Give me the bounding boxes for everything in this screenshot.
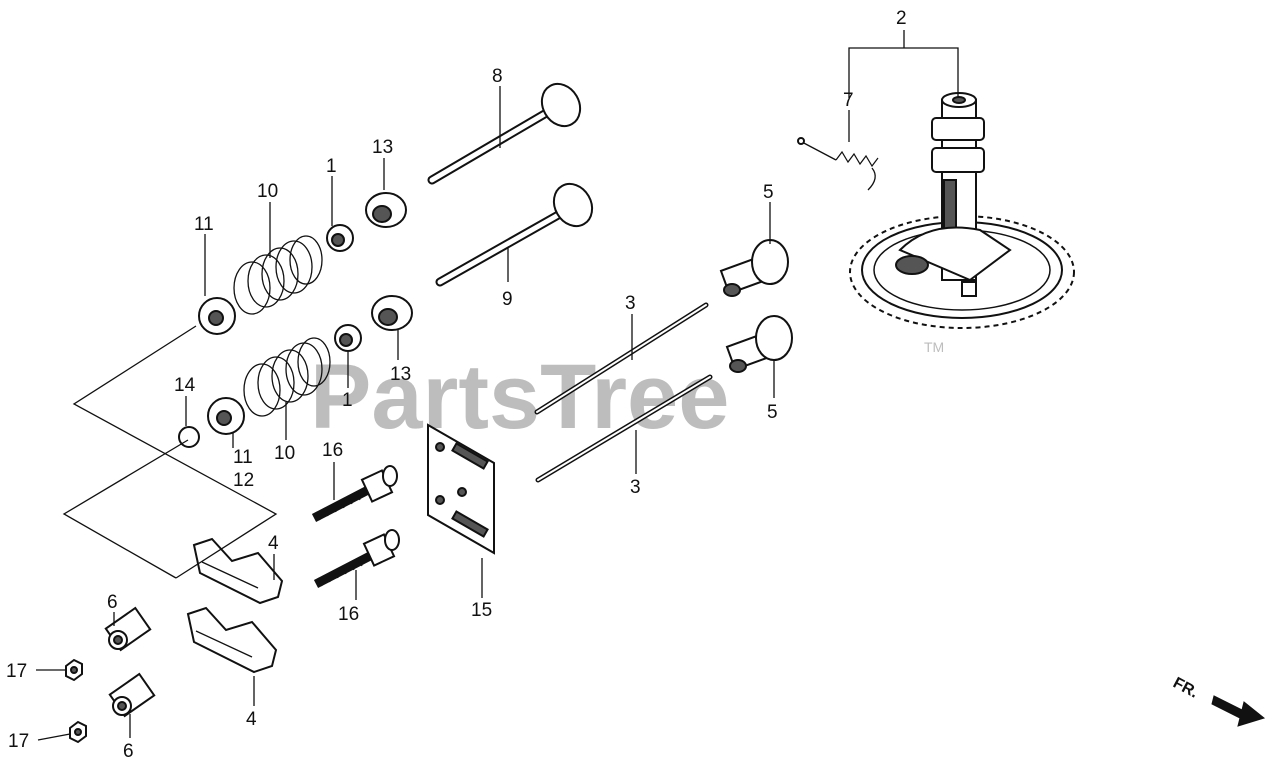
push-rod-guide-plate[interactable] <box>427 423 495 555</box>
callout-3-upper: 3 <box>625 293 636 314</box>
spring-retainer-upper[interactable] <box>198 297 236 335</box>
callout-13-lower: 13 <box>390 364 411 385</box>
callout-17-lower: 17 <box>8 731 29 752</box>
callout-10-upper: 10 <box>257 181 278 202</box>
valve-spring-lower[interactable] <box>243 337 331 417</box>
callout-3-lower: 3 <box>630 477 641 498</box>
valve-9[interactable] <box>435 177 600 287</box>
governor-spring[interactable] <box>797 137 879 191</box>
collet-lower[interactable] <box>334 324 362 352</box>
callout-11-upper: 11 <box>194 214 214 235</box>
valve-8[interactable] <box>427 77 588 185</box>
front-arrow-icon <box>1211 695 1266 727</box>
callout-11-lower: 11 <box>233 447 253 468</box>
tappet-upper[interactable] <box>719 239 789 297</box>
callout-17-upper: 17 <box>6 661 27 682</box>
callout-16-lower: 16 <box>338 604 359 625</box>
callout-2: 2 <box>896 8 907 29</box>
callout-6-upper: 6 <box>107 592 118 613</box>
pivot-bolt-upper[interactable] <box>311 465 398 522</box>
callout-4-upper: 4 <box>268 533 279 554</box>
valve-seal-lower[interactable] <box>371 295 413 331</box>
pivot-bolt-lower[interactable] <box>313 529 400 588</box>
lock-nut-lower[interactable] <box>69 720 87 744</box>
callout-10-lower: 10 <box>274 443 295 464</box>
callout-6-lower: 6 <box>123 741 134 762</box>
callout-labels: 2 7 8 9 13 13 1 1 10 10 11 11 12 14 5 5 … <box>6 8 907 762</box>
callout-15: 15 <box>471 600 492 621</box>
callout-16-upper: 16 <box>322 440 343 461</box>
callout-5-upper: 5 <box>763 182 774 203</box>
camshaft-gear-assembly[interactable] <box>849 92 1075 329</box>
pivot-nut-upper[interactable] <box>104 606 152 652</box>
collet-upper[interactable] <box>326 224 354 252</box>
watermark-text: PartsTree <box>310 346 729 448</box>
front-direction-indicator: FR. <box>1170 675 1266 727</box>
lock-nut-upper[interactable] <box>65 658 83 682</box>
callout-1-lower: 1 <box>342 390 353 411</box>
callout-9: 9 <box>502 289 513 310</box>
callout-12: 12 <box>233 470 254 491</box>
callout-7: 7 <box>843 90 854 111</box>
valve-spring-upper[interactable] <box>233 235 323 315</box>
push-rod-lower[interactable] <box>535 374 713 483</box>
front-label: FR. <box>1170 675 1201 702</box>
spring-retainer-lower[interactable] <box>207 397 245 435</box>
callout-1-upper: 1 <box>326 156 337 177</box>
rocker-arm-lower[interactable] <box>186 606 278 674</box>
tappet-lower[interactable] <box>725 315 793 373</box>
callout-8: 8 <box>492 66 503 87</box>
rocker-arm-upper[interactable] <box>192 537 284 605</box>
callout-4-lower: 4 <box>246 709 257 730</box>
valve-seal-upper[interactable] <box>365 192 407 228</box>
watermark-trademark: TM <box>924 339 944 355</box>
callout-14: 14 <box>174 375 196 396</box>
callout-5-lower: 5 <box>767 402 778 423</box>
callout-13-upper: 13 <box>372 137 393 158</box>
pivot-nut-lower[interactable] <box>108 672 156 718</box>
push-rod-upper[interactable] <box>534 302 709 415</box>
leader-lines <box>36 30 959 741</box>
